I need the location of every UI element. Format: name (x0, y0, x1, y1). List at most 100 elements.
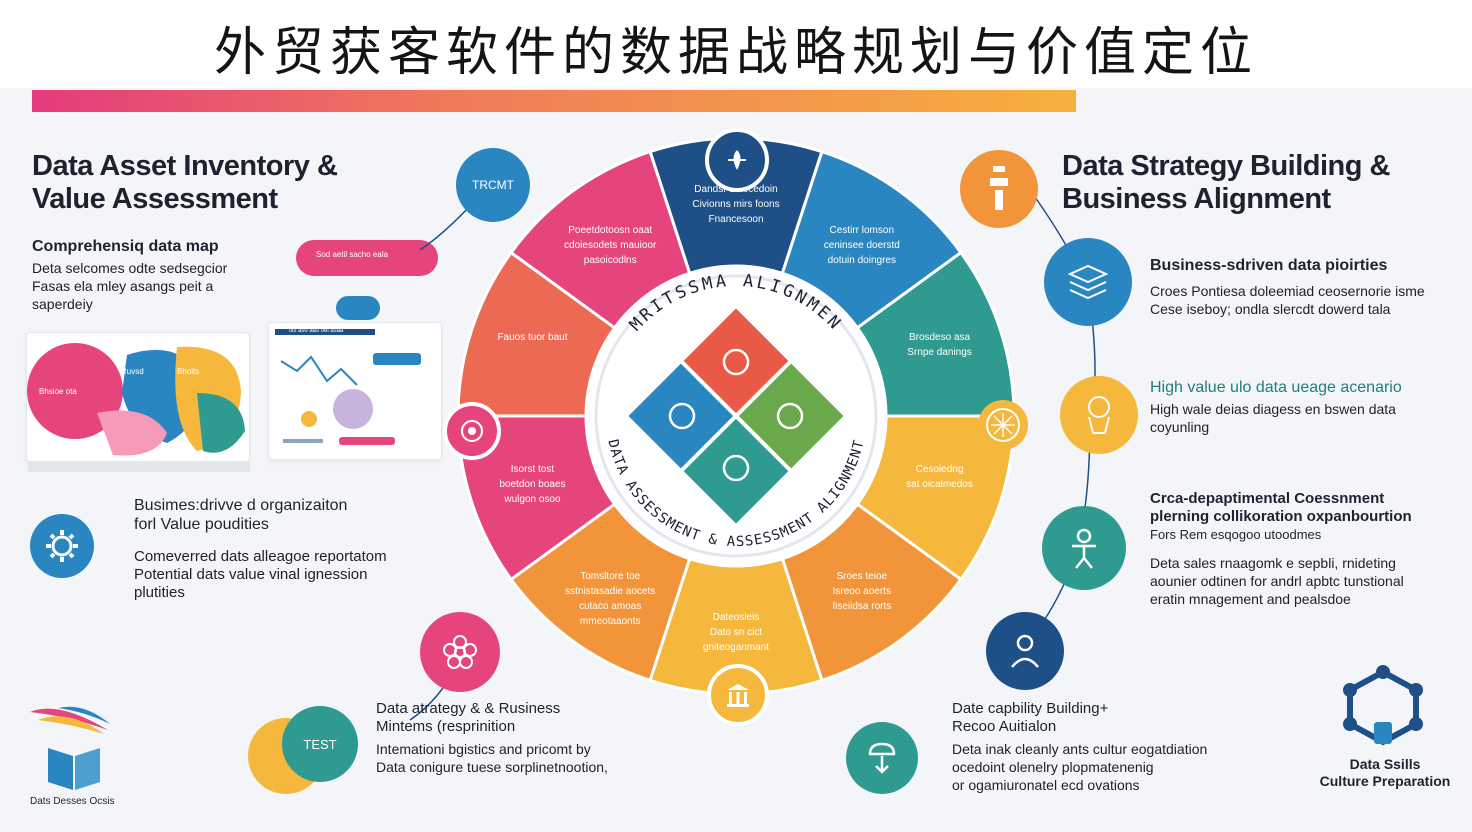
wheel-segment-label: Isorst tost boetdon boaes wulgon osoo (467, 462, 597, 507)
left-item1-body-line3: saperdeiy (32, 296, 93, 312)
speech-bubble: Sod aetil sacho eala (296, 240, 438, 276)
diamond-icon-left (668, 402, 696, 430)
speech-bubble-small (336, 296, 380, 320)
wheel-segment-label-line: Isreoo aoerts (832, 586, 891, 598)
bottom-right-body-line3: or ogamiuronatel ecd ovations (952, 777, 1140, 793)
right-item3-title-line3: Fors Rem esqogoo utoodmes (1150, 527, 1322, 542)
left-item1-title: Comprehensiq data map (32, 238, 219, 255)
left-section-title: Data Asset Inventory & Value Assessment (32, 150, 372, 216)
bubble-label-2: Ruvsd (121, 367, 144, 376)
wheel-segment-label: Fauos tuor baut (467, 330, 597, 345)
wheel-center-disc (586, 266, 886, 566)
bottom-right-body-line1: Deta inak cleanly ants cultur eogatdiati… (952, 741, 1208, 757)
diamond-icon-right (776, 402, 804, 430)
wheel-segment-label-line: cutaco amoas (579, 601, 642, 613)
diamond-icon-top (722, 348, 750, 376)
bottom-right-title-line1: Date capbility Building+ (952, 700, 1109, 717)
sun-icon (978, 400, 1028, 450)
dashboard-header-bar (275, 329, 375, 335)
wheel-segment-label-line: dotuin doingres (827, 254, 896, 266)
bottom-mid-body-line2: Data conigure tuese sorplinetnootion, (376, 759, 608, 775)
right-item1-title: Business-sdriven data pioirties (1150, 257, 1388, 274)
right-item1-body-line1: Croes Pontiesa doleemiad ceosernorie ism… (1150, 283, 1425, 299)
wing-logo (28, 700, 112, 736)
left-item2-title-line2: forl Value poudities (134, 516, 269, 533)
wheel-segment-label-line: Srnpe danings (907, 346, 972, 358)
wheel-segment-label: Cestirr lomson ceninsee doerstd dotuin doi… (797, 223, 927, 268)
wheel-segment-label-line: gniteoganmant (702, 642, 770, 653)
wheel-segment-label-line: Sroes teioe (836, 571, 888, 583)
wheel-segment-label-line: Fnancesoon (708, 214, 764, 225)
left-item2-body-line3: plutities (134, 584, 185, 601)
lamp-icon (960, 150, 1038, 228)
right-item3-body: Deta sales rnaagomk e sepbli, rnideting … (1150, 554, 1470, 608)
wheel-segment-label-line: Cesoiedng (915, 464, 964, 476)
corner-label-line2: Culture Preparation (1319, 773, 1451, 789)
left-item2-title-line1: Busimes:drivve d organizaiton (134, 497, 348, 514)
stack-icon (1044, 238, 1132, 326)
dashboard-panel: tlis aso aas oel asaa (268, 322, 442, 460)
left-item1-body-line2: Fasas ela mley asangs peit a (32, 278, 214, 294)
left-item1-body-line1: Deta selcomes odte sedsegcior (32, 260, 228, 276)
wheel-segment-label-line: Dateosieis (712, 612, 760, 623)
wheel-segment-label-line: Civionns mirs foons (692, 199, 780, 210)
bottom-mid-body: Intemationi bgistics and pricomt by Data… (376, 740, 676, 776)
bottom-left-logo-text: Dats Desses Ocsis (30, 796, 115, 807)
corner-label: Data Ssills Culture Preparation (1300, 756, 1470, 790)
left-item1-body: Deta selcomes odte sedsegcior Fasas ela … (32, 259, 272, 313)
right-title-line2: Business Alignment (1062, 183, 1331, 215)
bubble-label-1: Bhsioe ota (39, 387, 77, 396)
right-item2-body-line1: High wale deias diagess en bswen data (1150, 401, 1396, 417)
wheel-segment-label-line: Fauos tuor baut (497, 331, 568, 343)
bottom-right-body: Deta inak cleanly ants cultur eogatdiati… (952, 740, 1272, 794)
cloud-arrow-icon (846, 722, 918, 794)
wheel-segment-label-line: Dato sn cict (709, 627, 763, 638)
test-bubble: TEST (282, 706, 358, 782)
wheel-segment-label-line: Iiseiidsa rorts (832, 601, 892, 613)
bubble-label-3: Bhoits (177, 367, 200, 376)
bottom-right-body-line2: ocedoint olenelry plopmatenenig (952, 759, 1154, 775)
left-item2-body-line1: Comeverred dats alleagoe reportatom (134, 548, 387, 565)
left-item2-body: Comeverred dats alleagoe reportatom Pote… (134, 548, 434, 602)
wheel-segment-label-line: Tomsltore toe (580, 571, 641, 583)
bottom-mid-title: Data atrategy & & Rusiness Mintems (resp… (376, 700, 676, 736)
wheel-segment-label-line: wulgon osoo (504, 494, 561, 506)
shield-user-icon (986, 612, 1064, 690)
wheel-segment-label: Tomsltore toe sstnistasadie aocets cutaco … (545, 569, 675, 629)
bottom-right-title: Date capbility Building+ Recoo Auitialon (952, 700, 1252, 736)
dashboard-label: tlis aso aas oel asaa (289, 328, 344, 334)
right-item2-body-line2: coyunling (1150, 419, 1210, 435)
wheel-segment-label-line: sat oicalmedos (906, 479, 973, 491)
wheel-segment-label-line: cdoiesodets mauioor (564, 239, 657, 251)
bottom-right-title-line2: Recoo Auitialon (952, 718, 1057, 735)
wheel-segment-label-line: ceninsee doerstd (823, 239, 900, 251)
right-item3-title-line1: Crca-depaptimental Coessnment (1150, 490, 1385, 507)
wheel-segment-label-line: Cestirr lomson (829, 224, 895, 236)
right-title-line1: Data Strategy Building & (1062, 150, 1391, 182)
dashboard-graphic (280, 353, 421, 445)
wheel-segment-label-line: sstnistasadie aocets (565, 586, 656, 598)
left-title-line1: Data Asset Inventory & (32, 150, 338, 182)
trcmt-bubble: TRCMT (456, 148, 530, 222)
right-item2-body: High wale deias diagess en bswen data co… (1150, 400, 1470, 436)
right-item3-title-line2: plerning collikoration oxpanbourtion (1150, 508, 1412, 525)
right-item3-body-line1: Deta sales rnaagomk e sepbli, rnideting (1150, 555, 1396, 571)
right-item1-body-line2: Cese iseboy; ondla slercdt dowerd tala (1150, 301, 1391, 317)
flower-icon (420, 612, 500, 692)
left-item2-title: Busimes:drivve d organizaiton forl Value… (134, 496, 434, 534)
wheel-segment-label-line: Isorst tost (510, 464, 555, 476)
wheel-segment-label-line: boetdon boaes (499, 479, 566, 491)
wheel-segment-label: Cesoiedng sat oicalmedos (875, 462, 1005, 492)
leaf-icon (705, 128, 769, 192)
wheel-center-ring (594, 274, 878, 558)
wheel-segment-label-line: mmeotaaonts (579, 616, 641, 628)
wheel-segment-label-line: pasoicodlns (583, 254, 637, 266)
trcmt-label: TRCMT (472, 178, 514, 192)
test-label: TEST (303, 736, 337, 752)
title-gradient-bar (32, 90, 1076, 112)
right-item3-body-line2: aounier odtinen for andrl apbtc tunstion… (1150, 573, 1404, 589)
